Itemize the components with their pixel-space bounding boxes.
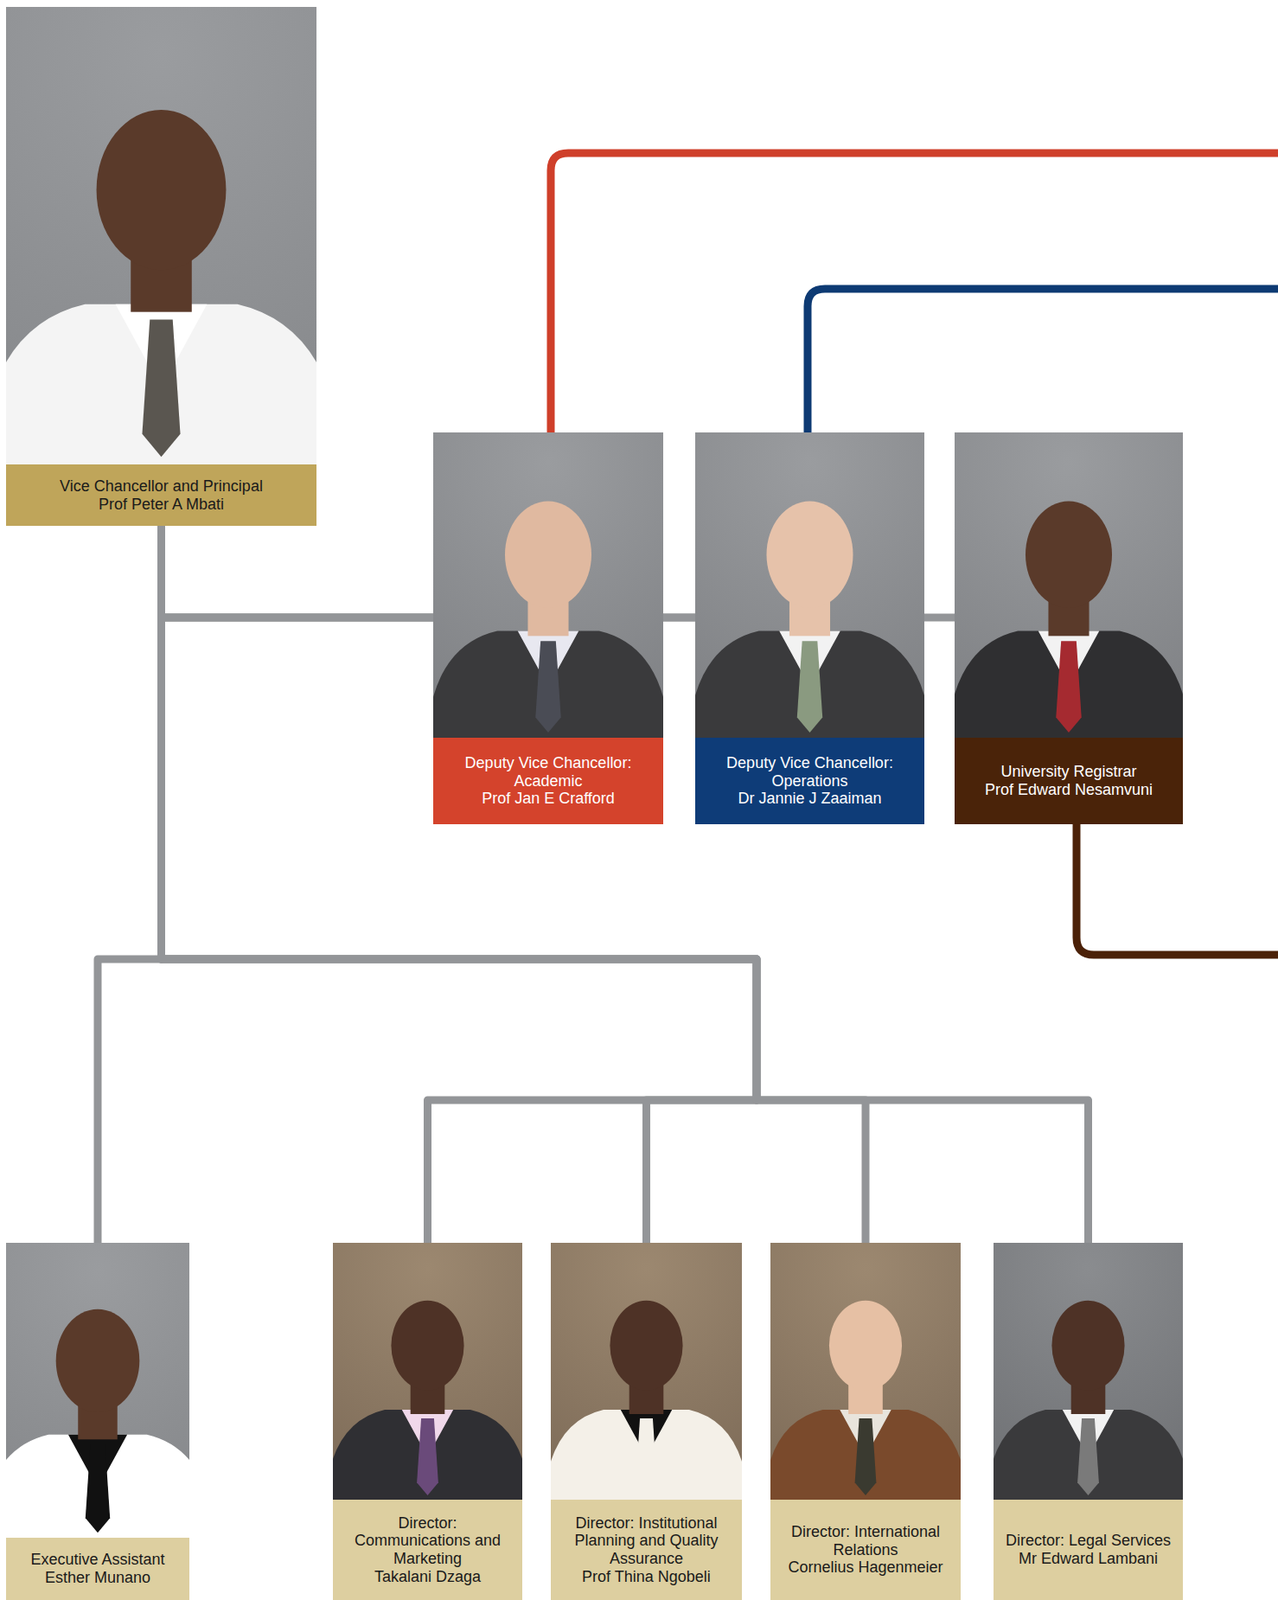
- academic-line: [550, 153, 1278, 433]
- portrait-area: [993, 1242, 1183, 1500]
- title-band: Deputy Vice Chancellor: AcademicProf Jan…: [433, 737, 664, 825]
- role-title: Deputy Vice Chancellor: Academic: [438, 754, 659, 790]
- portrait-photo: [550, 1242, 742, 1500]
- portrait-photo: [332, 1242, 523, 1500]
- portrait-area: [332, 1242, 523, 1500]
- portrait-photo: [433, 432, 664, 738]
- title-band: Director: Legal ServicesMr Edward Lamban…: [993, 1499, 1183, 1600]
- title-band: University RegistrarProf Edward Nesamvun…: [954, 737, 1183, 825]
- role-title: Executive Assistant: [30, 1550, 165, 1569]
- portrait-photo: [6, 1242, 190, 1538]
- person-card: Director: Legal ServicesMr Edward Lamban…: [993, 1242, 1183, 1600]
- operations-line: [807, 288, 1278, 433]
- title-band: Executive AssistantEsther Munano: [6, 1537, 190, 1600]
- portrait-area: [695, 432, 925, 738]
- title-band: Director: Institutional Planning and Qua…: [550, 1499, 742, 1600]
- role-title: Vice Chancellor and Principal: [59, 477, 263, 496]
- role-title: Director: Communications and Marketing: [338, 1514, 518, 1568]
- portrait-photo: [770, 1242, 961, 1500]
- person-name: Cornelius Hagenmeier: [787, 1558, 943, 1577]
- person-name: Prof Jan E Crafford: [481, 789, 615, 808]
- person-name: Dr Jannie J Zaaiman: [737, 789, 882, 808]
- portrait-photo: [993, 1242, 1183, 1500]
- role-title: Director: International Relations: [775, 1522, 956, 1559]
- role-title: University Registrar: [1000, 762, 1137, 781]
- title-band: Director: Communications and MarketingTa…: [332, 1499, 523, 1600]
- title-band: Vice Chancellor and PrincipalProf Peter …: [6, 464, 317, 526]
- portrait-area: [6, 6, 317, 465]
- person-name: Mr Edward Lambani: [1018, 1549, 1158, 1568]
- reporting-line: [97, 525, 162, 1243]
- portrait-photo: [6, 6, 317, 465]
- portrait-area: [6, 1242, 190, 1538]
- role-title: Director: Institutional Planning and Qua…: [555, 1514, 737, 1568]
- reporting-line: [161, 525, 435, 618]
- person-card: University RegistrarProf Edward Nesamvun…: [954, 432, 1183, 825]
- person-card: Deputy Vice Chancellor: AcademicProf Jan…: [433, 432, 664, 825]
- person-card: Director: International RelationsCorneli…: [770, 1242, 961, 1600]
- title-band: Deputy Vice Chancellor: OperationsDr Jan…: [695, 737, 925, 825]
- portrait-area: [954, 432, 1183, 738]
- person-card: Director: Institutional Planning and Qua…: [550, 1242, 742, 1600]
- registrar-line: [1076, 824, 1278, 955]
- person-name: Prof Thina Ngobeli: [581, 1567, 711, 1586]
- person-name: Takalani Dzaga: [374, 1567, 481, 1586]
- portrait-area: [770, 1242, 961, 1500]
- portrait-photo: [954, 432, 1183, 738]
- person-card: Director: Communications and MarketingTa…: [332, 1242, 523, 1600]
- person-card: Executive AssistantEsther Munano: [6, 1242, 190, 1600]
- person-name: Esther Munano: [44, 1568, 151, 1587]
- person-name: Prof Peter A Mbati: [98, 495, 224, 514]
- person-card: Deputy Vice Chancellor: OperationsDr Jan…: [695, 432, 925, 825]
- portrait-area: [433, 432, 664, 738]
- portrait-area: [550, 1242, 742, 1500]
- role-title: Deputy Vice Chancellor: Operations: [700, 754, 920, 790]
- role-title: Director: Legal Services: [1005, 1531, 1171, 1550]
- portrait-photo: [695, 432, 925, 738]
- title-band: Director: International RelationsCorneli…: [770, 1499, 961, 1600]
- person-name: Prof Edward Nesamvuni: [984, 780, 1153, 799]
- person-card: Vice Chancellor and PrincipalProf Peter …: [6, 6, 317, 526]
